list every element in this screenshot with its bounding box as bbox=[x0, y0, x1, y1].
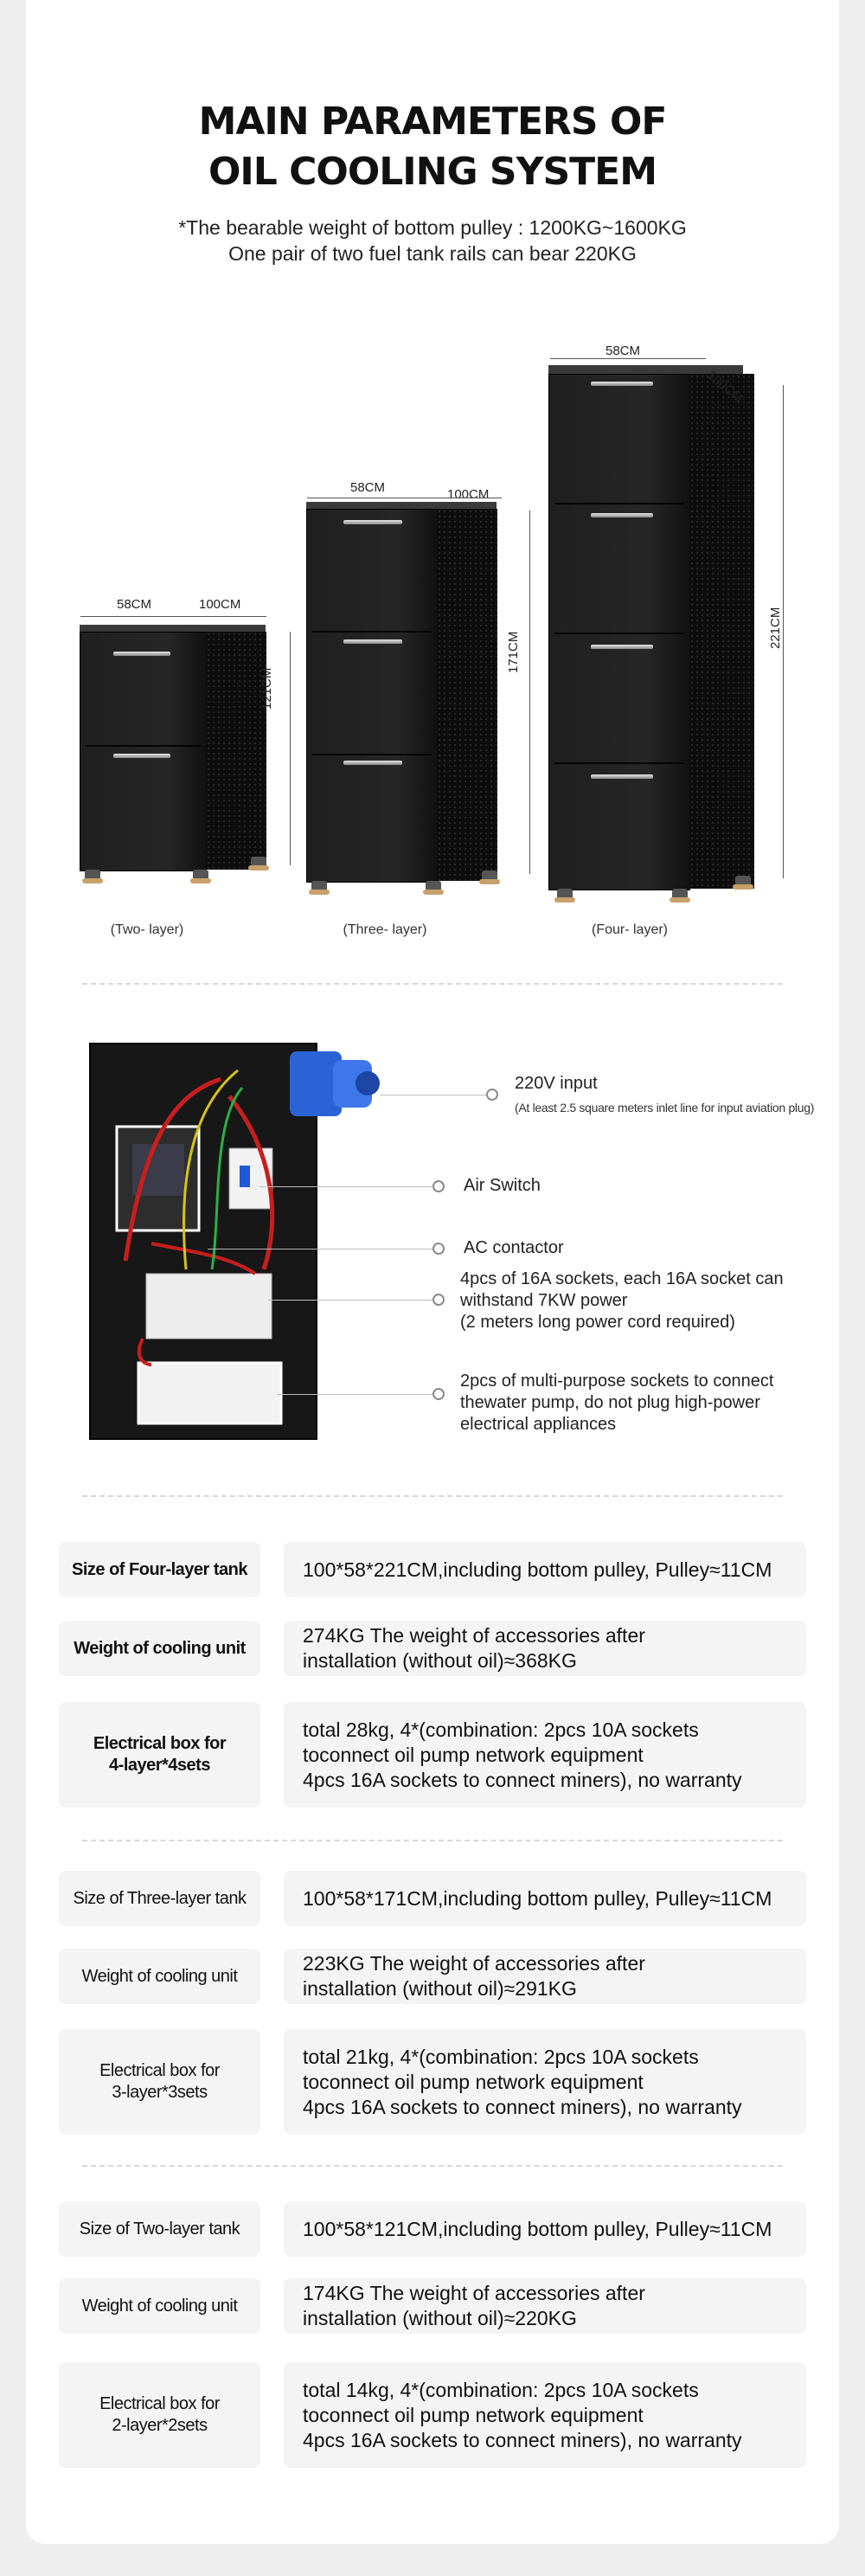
spec-value: 100*58*121CM,including bottom pulley, Pu… bbox=[284, 2201, 806, 2257]
sockets-16a-label: 4pcs of 16A sockets, each 16A socket can… bbox=[460, 1269, 784, 1332]
spec-label: Weight of cooling unit bbox=[59, 1621, 260, 1676]
spec-label: Size of Two-layer tank bbox=[59, 2201, 260, 2257]
ac-contactor-marker bbox=[432, 1243, 445, 1255]
spec-label: Weight of cooling unit bbox=[59, 2278, 260, 2334]
spec-value: 100*58*221CM,including bottom pulley, Pu… bbox=[284, 1542, 806, 1597]
section-divider bbox=[82, 2165, 783, 2167]
input-marker bbox=[486, 1089, 498, 1101]
four-tank-height: 221CM bbox=[768, 607, 783, 649]
air-switch-marker bbox=[432, 1180, 445, 1192]
three-tank-height: 171CM bbox=[506, 631, 521, 673]
spec-value: 223KG The weight of accessories after in… bbox=[284, 1949, 806, 2004]
electrical-box-image bbox=[89, 1043, 317, 1440]
spec-value: 100*58*171CM,including bottom pulley, Pu… bbox=[284, 1871, 806, 1926]
two-tank-height: 121CM bbox=[260, 667, 274, 710]
spec-label: Electrical box for 3-layer*3sets bbox=[59, 2029, 260, 2135]
section-divider bbox=[82, 1495, 783, 1497]
ac-contactor-label: AC contactor bbox=[464, 1238, 564, 1257]
spec-label: Weight of cooling unit bbox=[59, 1949, 260, 2004]
two-layer-tank-image bbox=[76, 623, 275, 883]
two-tank-depth: 100CM bbox=[199, 597, 241, 612]
spec-label: Electrical box for 2-layer*2sets bbox=[59, 2362, 260, 2468]
input-label: 220V input bbox=[515, 1074, 598, 1093]
page-title-line2: OIL COOLING SYSTEM bbox=[208, 150, 657, 194]
four-tank-width: 58CM bbox=[606, 344, 641, 358]
spec-value: 174KG The weight of accessories after in… bbox=[284, 2278, 806, 2334]
section-divider bbox=[82, 1840, 783, 1841]
three-tank-caption: (Three- layer) bbox=[343, 922, 427, 937]
page-title-line1: MAIN PARAMETERS OF bbox=[198, 100, 668, 144]
input-note: (At least 2.5 square meters inlet line f… bbox=[515, 1101, 815, 1115]
multi-sockets-marker bbox=[432, 1388, 445, 1400]
three-tank-depth: 100CM bbox=[447, 487, 490, 502]
spec-label: Size of Four-layer tank bbox=[59, 1542, 260, 1597]
spec-label: Electrical box for 4-layer*4sets bbox=[59, 1702, 260, 1808]
two-tank-caption: (Two- layer) bbox=[110, 922, 184, 937]
three-tank-width: 58CM bbox=[350, 480, 386, 495]
section-divider bbox=[82, 983, 783, 985]
spec-label: Size of Three-layer tank bbox=[59, 1871, 260, 1926]
spec-value: total 14kg, 4*(combination: 2pcs 10A soc… bbox=[284, 2362, 806, 2468]
spec-value: 274KG The weight of accessories after in… bbox=[284, 1621, 806, 1676]
air-switch-label: Air Switch bbox=[464, 1176, 541, 1195]
four-layer-tank-image bbox=[547, 363, 763, 917]
two-tank-width: 58CM bbox=[117, 597, 152, 612]
subtitle-line1: *The bearable weight of bottom pulley : … bbox=[178, 216, 687, 239]
spec-value: total 21kg, 4*(combination: 2pcs 10A soc… bbox=[284, 2029, 806, 2135]
three-layer-tank-image bbox=[304, 500, 508, 898]
four-tank-caption: (Four- layer) bbox=[591, 922, 668, 937]
aviation-plug-image bbox=[285, 1043, 389, 1125]
sockets-16a-marker bbox=[432, 1294, 445, 1306]
multi-sockets-label: 2pcs of multi-purpose sockets to connect… bbox=[460, 1372, 774, 1434]
subtitle-line2: One pair of two fuel tank rails can bear… bbox=[228, 242, 637, 265]
spec-value: total 28kg, 4*(combination: 2pcs 10A soc… bbox=[284, 1702, 806, 1808]
